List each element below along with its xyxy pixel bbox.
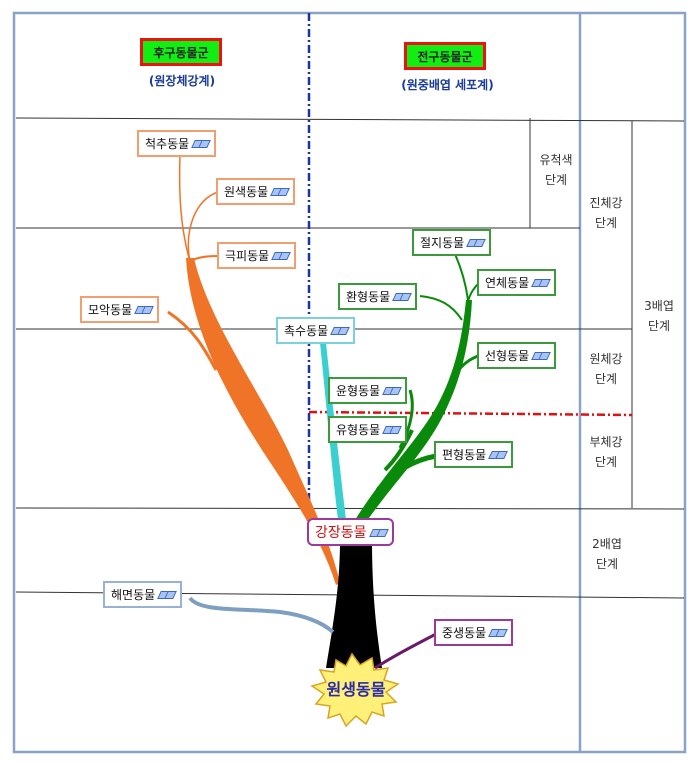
node-label: 모악동물 (88, 303, 133, 317)
node-platyhelminthes[interactable]: 편형동물 (434, 441, 514, 468)
branch-chordata (178, 155, 191, 263)
stage-eucoelom: 진체강 단계 (589, 196, 623, 230)
stage-pseudocoelom: 부체강 단계 (589, 435, 623, 469)
node-echinodermata[interactable]: 극피동물 (217, 242, 297, 269)
branch-annelida (419, 295, 463, 321)
attachment-icon (466, 238, 487, 247)
stage-eucoelom-inner: 유척색 단계 (539, 153, 573, 187)
branch-arthropoda (454, 253, 469, 301)
attachment-icon (488, 628, 509, 637)
attachment-icon (270, 187, 291, 196)
branch-platyhelminthes (376, 453, 437, 492)
node-label: 촉수동물 (284, 324, 329, 338)
node-urochordata[interactable]: 원색동물 (216, 178, 296, 205)
node-rotifera[interactable]: 윤형동물 (328, 377, 408, 404)
pseudocoelom-line (308, 410, 633, 417)
node-label: 척추동물 (145, 137, 190, 151)
outer-frame (12, 11, 687, 754)
branch-chaetognatha (167, 310, 218, 371)
attachment-icon (382, 425, 403, 434)
attachment-icon (191, 139, 212, 148)
protostome-title: 전구동물군 (404, 42, 486, 70)
node-arthropoda[interactable]: 절지동물 (412, 229, 492, 256)
h-line-1 (15, 117, 685, 122)
stage-triploblastic: 3배엽 단계 (644, 299, 674, 333)
attachment-icon (330, 326, 351, 335)
node-label: 윤형동물 (336, 384, 381, 398)
node-label: 절지동물 (420, 236, 465, 250)
node-coelenterata[interactable]: 강장동물 (307, 518, 394, 546)
branch-mesozoa (374, 632, 437, 670)
node-label: 원생동물 (326, 680, 386, 699)
node-annelida[interactable]: 환형동물 (338, 283, 418, 310)
node-label: 원색동물 (224, 185, 269, 199)
node-label: 강장동물 (315, 525, 367, 541)
node-label: 선형동물 (485, 349, 530, 363)
branch-echinodermata (189, 255, 219, 263)
deuterostome-main-branch (186, 258, 340, 585)
attachment-icon (157, 590, 178, 599)
node-hemichordata[interactable]: 촉수동물 (276, 317, 356, 344)
h-line-4 (15, 507, 685, 510)
node-mollusca[interactable]: 연체동물 (477, 269, 557, 296)
protozoa-starburst (310, 652, 400, 728)
branch-porifera (188, 596, 335, 634)
node-label: 극피동물 (225, 249, 270, 263)
branch-mollusca (465, 283, 479, 311)
deuterostome-subtitle: (원장체강계) (148, 74, 216, 88)
protostome-subtitle: (원중배엽 세포계) (401, 78, 494, 92)
node-chaetognatha[interactable]: 모악동물 (80, 296, 160, 323)
attachment-icon (368, 528, 389, 537)
node-label: 편형동물 (442, 448, 487, 462)
attachment-icon (382, 386, 403, 395)
node-label: 연체동물 (485, 276, 530, 290)
branch-nemertea (383, 429, 414, 472)
node-mesozoa[interactable]: 중생동물 (434, 619, 514, 646)
stage-protocoelom: 원체강 단계 (589, 352, 623, 386)
attachment-icon (271, 251, 292, 260)
node-protozoa[interactable]: 원생동물 (300, 676, 412, 700)
node-label: 환형동물 (346, 290, 391, 304)
attachment-icon (531, 351, 552, 360)
node-porifera[interactable]: 해면동물 (103, 581, 183, 608)
node-label: 중생동물 (442, 626, 487, 640)
trunk (326, 540, 382, 668)
node-chordata[interactable]: 척추동물 (137, 130, 217, 157)
branch-nematoda (444, 354, 479, 396)
node-label: 유형동물 (336, 423, 381, 437)
branch-urochordata (187, 191, 219, 263)
node-label: 해면동물 (111, 588, 156, 602)
node-nemertea[interactable]: 유형동물 (328, 416, 408, 443)
attachment-icon (392, 292, 413, 301)
attachment-icon (488, 450, 509, 459)
node-nematoda[interactable]: 선형동물 (477, 342, 557, 369)
deuterostome-title: 후구동물군 (140, 38, 222, 66)
attachment-icon (531, 278, 552, 287)
stage-diploblastic: 2배엽 단계 (592, 537, 622, 571)
attachment-icon (134, 305, 155, 314)
